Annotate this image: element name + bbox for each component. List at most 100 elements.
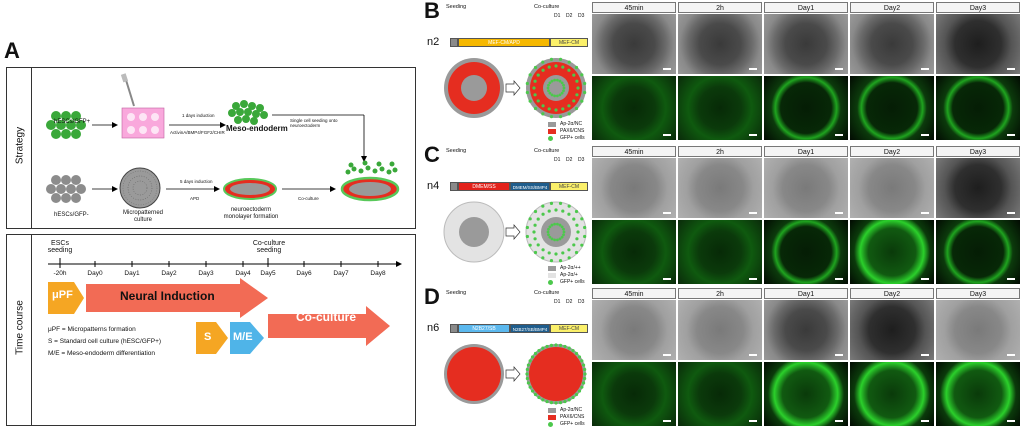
brightfield-image (678, 300, 762, 360)
micropattern-plate-icon (119, 167, 161, 209)
timecourse-arrows (48, 278, 390, 354)
brightfield-image (936, 14, 1020, 74)
gfp-fluorescence-image (936, 362, 1020, 426)
scale-bar (921, 134, 929, 136)
scale-bar (1007, 212, 1015, 214)
me-arrow (230, 322, 264, 354)
legend-label: Ap-2α/NC (560, 121, 583, 127)
brightfield-image (936, 158, 1020, 218)
seeding-label: Seeding (446, 4, 467, 10)
gfp-fluorescence-image (936, 220, 1020, 284)
brightfield-image (850, 158, 934, 218)
brightfield-image (764, 14, 848, 74)
legend-label: Ap-2α/++ (560, 265, 581, 271)
legend-label: GFP+ cells (560, 421, 585, 427)
protocol-seed-bar (450, 324, 458, 333)
legend-swatch (548, 273, 556, 278)
legend-swatch (548, 136, 553, 141)
scale-bar (663, 134, 671, 136)
scale-bar (835, 354, 843, 356)
legend-swatch (548, 422, 553, 427)
panel-letter-c: C (424, 142, 440, 167)
scale-bar (835, 278, 843, 280)
gfp-positive-cells-icon (46, 111, 86, 139)
condition-name-n2: n2 (427, 36, 440, 48)
timepoint-header: Day2 (850, 2, 934, 13)
scale-bar (921, 212, 929, 214)
induction-1day-label: 1 days induction (182, 113, 215, 118)
scale-bar (663, 68, 671, 70)
timeline-tick-7: Day6 (296, 270, 312, 277)
escs-seeding-label: ESCs seeding (47, 240, 73, 254)
scale-bar (835, 68, 843, 70)
timepoint-header: Day3 (936, 288, 1020, 299)
legend-label: GFP+ cells (560, 135, 585, 141)
scale-bar (921, 278, 929, 280)
gfp-fluorescence-image (936, 76, 1020, 140)
coculture-label: Co-culture (534, 290, 560, 296)
timepoint-header: 2h (678, 146, 762, 157)
condition-schematic (444, 57, 587, 119)
gfp-fluorescence-image (592, 362, 676, 426)
seeding-label: Seeding (446, 148, 467, 154)
gfp-fluorescence-image (592, 76, 676, 140)
brightfield-image (850, 300, 934, 360)
legend-swatch (548, 280, 553, 285)
legend-swatch (548, 415, 556, 420)
neuroectoderm-monolayer-icon (223, 178, 277, 200)
scale-bar (921, 420, 929, 422)
neural-induction-label: Neural Induction (120, 289, 215, 303)
meso-endoderm-label: Meso-endoderm (226, 124, 288, 133)
coculture-arrow (268, 306, 390, 346)
timeline-tick-0: -20h (53, 270, 67, 277)
single-cell-seeding-label: Single cell seeding onto neuroectoderm (290, 118, 338, 128)
timeline-tick-1: Day0 (87, 270, 103, 277)
brightfield-image (678, 158, 762, 218)
timepoint-header: 45min (592, 146, 676, 157)
timecourse-label-box (6, 234, 32, 426)
gfp-fluorescence-image (850, 76, 934, 140)
coculture-label: Co-culture (534, 148, 560, 154)
scale-bar (1007, 134, 1015, 136)
condition-name-n4: n4 (427, 180, 440, 192)
condition-name-n6: n6 (427, 322, 440, 334)
panel-letter-d: D (424, 284, 440, 309)
legend-swatch (548, 266, 556, 271)
coculture-seeding-label: Co-culture seeding (252, 240, 286, 254)
scale-bar (663, 212, 671, 214)
timepoint-header: Day3 (936, 2, 1020, 13)
coculture-label: Co-culture (534, 4, 560, 10)
gfp-fluorescence-image (678, 220, 762, 284)
s-arrow (196, 322, 228, 354)
brightfield-image (936, 300, 1020, 360)
legend-label: PAX6/CNS (560, 414, 585, 420)
legend-me: M/E = Meso-endoderm differentiation (48, 350, 156, 357)
timeline-tick-4: Day3 (198, 270, 214, 277)
day-d1-label: D1 (554, 157, 561, 163)
protocol-induction-bar: MEF-CM/APD (458, 38, 550, 47)
apd-label: APD (190, 196, 200, 201)
day-d2-label: D2 (566, 157, 573, 163)
timepoint-header: Day3 (936, 146, 1020, 157)
meso-endoderm-cells-icon (228, 100, 268, 125)
scale-bar (663, 278, 671, 280)
panel-a-letter: A (4, 38, 20, 63)
day-d1-label: D1 (554, 299, 561, 305)
day-d2-label: D2 (566, 299, 573, 305)
timepoint-header: 2h (678, 288, 762, 299)
condition-schematic (444, 343, 587, 405)
brightfield-image (592, 14, 676, 74)
protocol-coculture-bar: MEF-CM (550, 324, 588, 333)
seeding-label: Seeding (446, 290, 467, 296)
scale-bar (1007, 354, 1015, 356)
scale-bar (749, 354, 757, 356)
gfp-fluorescence-image (764, 76, 848, 140)
micropatterned-culture-label: Micropatterned culture (122, 210, 164, 223)
gfp-fluorescence-image (678, 76, 762, 140)
scale-bar (749, 278, 757, 280)
legend-swatch (548, 122, 556, 127)
day-d3-label: D3 (578, 299, 585, 305)
scale-bar (749, 420, 757, 422)
timepoint-header: Day1 (764, 288, 848, 299)
brightfield-image (592, 158, 676, 218)
